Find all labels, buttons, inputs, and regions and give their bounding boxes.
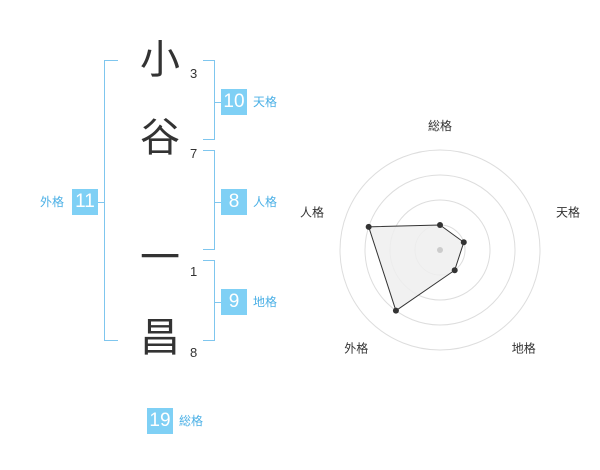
radar-axis-label: 外格	[344, 341, 368, 356]
jinkaku-badge: 8	[221, 189, 247, 215]
stroke-count-1: 3	[190, 66, 198, 81]
tenkaku-connector	[215, 102, 221, 103]
name-char-3: 一	[140, 235, 180, 281]
radar-axis-label: 地格	[512, 341, 536, 356]
stroke-count-2: 7	[190, 146, 198, 161]
tenkaku-label: 天格	[253, 95, 278, 109]
chikaku-bracket	[203, 260, 215, 341]
tenkaku-bracket	[203, 60, 215, 140]
radar-ring	[339, 149, 541, 351]
soukaku-label: 総格	[179, 414, 204, 428]
name-char-1: 小	[140, 37, 180, 83]
gaikaku-connector	[98, 202, 104, 203]
stroke-count-3: 1	[190, 264, 198, 279]
radar-center	[437, 247, 443, 253]
radar-axis-label: 総格	[428, 118, 452, 133]
gaikaku-badge: 11	[72, 189, 98, 215]
tenkaku-badge: 10	[221, 89, 247, 115]
name-char-2: 谷	[140, 115, 180, 161]
stroke-count-4: 8	[190, 345, 198, 360]
jinkaku-connector	[215, 202, 221, 203]
jinkaku-label: 人格	[253, 195, 278, 209]
radar-ring	[364, 174, 516, 326]
chikaku-label: 地格	[253, 295, 278, 309]
radar-point-4	[392, 307, 399, 314]
radar-point-5	[365, 223, 372, 230]
soukaku-badge: 19	[147, 408, 173, 434]
chikaku-connector	[215, 302, 221, 303]
radar-point-3	[451, 267, 458, 274]
radar-axis-label: 人格	[300, 204, 324, 219]
radar-point-2	[460, 239, 467, 246]
radar-point-1	[437, 222, 443, 228]
name-char-4: 昌	[140, 315, 180, 361]
radar-axis-label: 天格	[556, 204, 580, 219]
chikaku-badge: 9	[221, 289, 247, 315]
radar-area	[367, 224, 465, 312]
jinkaku-bracket	[203, 150, 215, 250]
gaikaku-bracket	[104, 60, 118, 341]
gaikaku-label: 外格	[40, 195, 65, 209]
